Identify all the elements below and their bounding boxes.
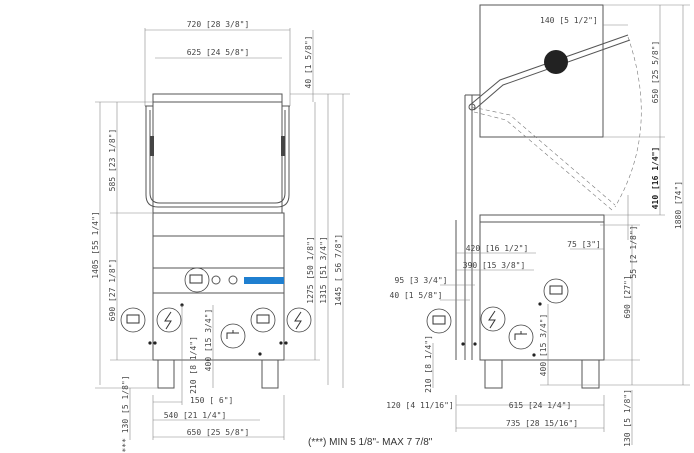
dim-55: 55 [2 1/8"]: [629, 226, 638, 279]
water-tap-icon: [220, 323, 246, 349]
dim-130: 130 [5 1/8"]: [623, 389, 632, 447]
dim-1315: 1315 [51 3/4"]: [319, 236, 328, 303]
electric-icon: [286, 307, 312, 333]
dim-arm-offset: 140 [5 1/2"]: [540, 16, 598, 25]
front-hood: [152, 93, 283, 214]
dim-hood-offset: 40 [1 5/8"]: [304, 36, 313, 89]
dim-390: 390 [15 3/8"]: [463, 261, 526, 270]
dim-95: 95 [3 3/4"]: [395, 276, 448, 285]
hood-arm-lowered: [471, 106, 616, 211]
dim-120: 120 [4 11/16"]: [386, 401, 453, 410]
dim-690: 690 [27"]: [623, 275, 632, 318]
water-tap-icon: [508, 324, 534, 350]
dim-1275: 1275 [50 1/8"]: [306, 236, 315, 303]
side-view: 140 [5 1/2"] 650 [25 5/8"] 410 [16 1/4"]…: [386, 4, 690, 447]
electric-icon: [156, 307, 182, 333]
dial-1: [211, 275, 221, 285]
dim-40: 40 [1 5/8"]: [390, 291, 443, 300]
dim-75: 75 [3"]: [567, 240, 601, 249]
dim-width-total: 720 [28 3/8"]: [187, 20, 250, 29]
side-leg-back: [581, 359, 600, 389]
front-body: [152, 212, 285, 361]
dim-735: 735 [28 15/16"]: [506, 419, 578, 428]
dim-420: 420 [16 1/2"]: [466, 244, 529, 253]
dim-400: 400 [15 3/4"]: [539, 314, 548, 377]
side-hood: [479, 4, 604, 138]
dim-width-hood: 625 [24 5/8"]: [187, 48, 250, 57]
drain-icon: [120, 307, 146, 333]
dim-conn-400: 400 [15 3/4"]: [204, 309, 213, 372]
dim-150: 150 [ 6"]: [190, 396, 233, 405]
dim-feet: *** 130 [5 1/8"]: [121, 375, 130, 452]
drain-icon: [543, 278, 569, 304]
hood-handle: [145, 105, 290, 208]
hood-arm-raised: [469, 34, 631, 111]
side-body: [479, 214, 605, 361]
electric-icon: [480, 306, 506, 332]
control-display: [244, 277, 284, 284]
drain-icon: [250, 307, 276, 333]
dim-615: 615 [24 1/4"]: [509, 401, 572, 410]
dim-540: 540 [21 1/4"]: [164, 411, 227, 420]
dim-1445: 1445 [ 56 7/8"]: [334, 234, 343, 306]
dim-conn-210: 210 [8 1/4"]: [189, 336, 198, 394]
dim-650-hood: 650 [25 5/8"]: [651, 41, 660, 104]
dial-2: [228, 275, 238, 285]
arm-pivot: [468, 103, 476, 111]
drain-icon: [426, 308, 452, 334]
drain-icon: [184, 267, 210, 293]
handle-grip-right: [281, 136, 285, 156]
front-view: 720 [28 3/8"] 625 [24 5/8"] 40 [1 5/8"] …: [91, 20, 350, 453]
dim-410: 410 [16 1/4"]: [651, 147, 660, 210]
front-leg-right: [261, 359, 279, 389]
counterweight: [544, 50, 568, 74]
footnote: (***) MIN 5 1/8"- MAX 7 7/8": [308, 437, 433, 448]
dim-1880: 1880 [74"]: [674, 181, 683, 229]
dim-650: 650 [25 5/8"]: [187, 428, 250, 437]
side-leg-front: [484, 359, 503, 389]
handle-grip-left: [150, 136, 154, 156]
arm-swing-arc: [614, 36, 642, 208]
dim-210: 210 [8 1/4"]: [424, 335, 433, 393]
dim-height-open: 1405 [55 1/4"]: [91, 211, 100, 278]
dim-body-height: 690 [27 1/8"]: [108, 259, 117, 322]
dim-hood-height: 585 [23 1/8"]: [108, 129, 117, 192]
front-leg-left: [157, 359, 175, 389]
